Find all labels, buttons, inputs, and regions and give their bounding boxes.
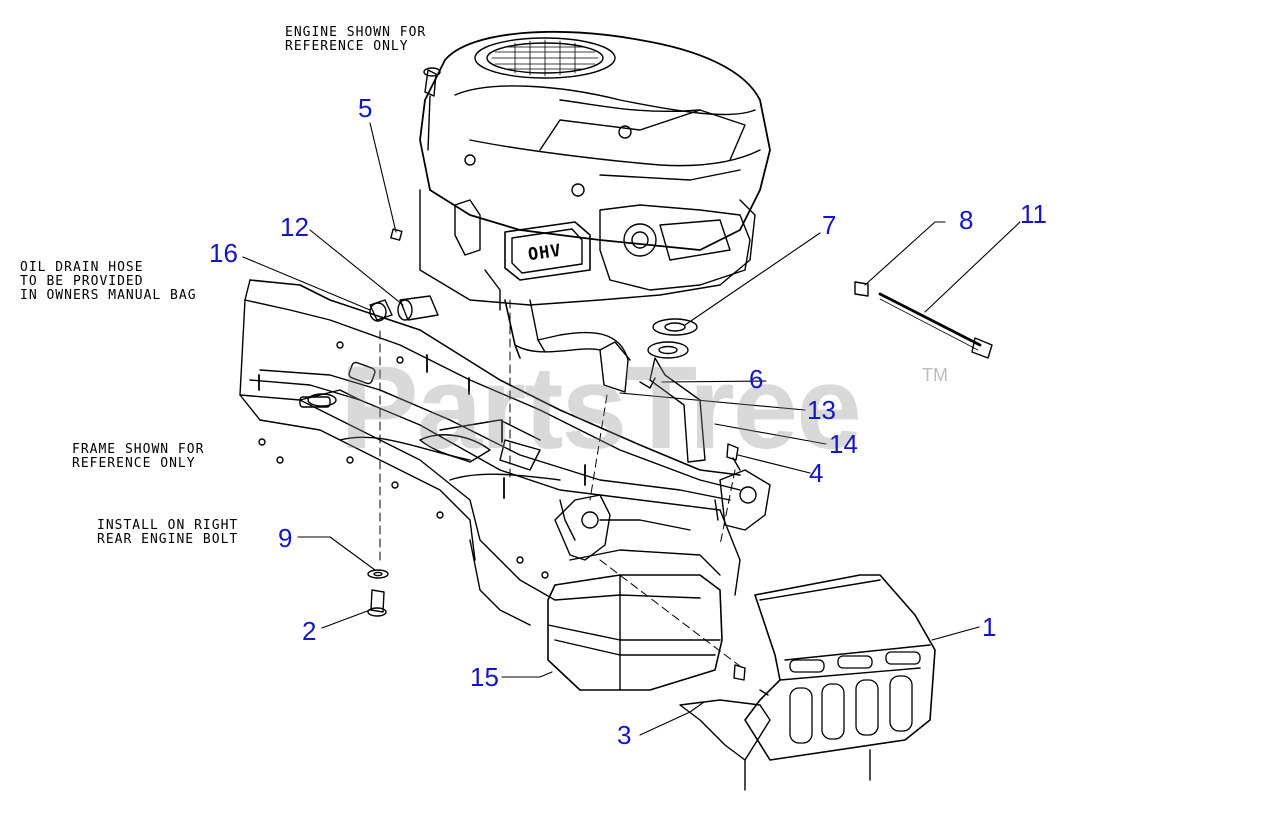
callout-5[interactable]: 5 — [358, 93, 373, 123]
heat-shield-illustration — [679, 574, 936, 791]
callout-leaders — [242, 122, 1021, 736]
trademark-mark: TM — [922, 365, 948, 385]
callout-3[interactable]: 3 — [617, 720, 632, 750]
assembly-dashed-lines — [379, 299, 746, 671]
callout-4[interactable]: 4 — [809, 458, 824, 488]
callout-6[interactable]: 6 — [749, 364, 764, 394]
callout-14[interactable]: 14 — [829, 429, 858, 459]
callout-12[interactable]: 12 — [280, 212, 309, 242]
callout-7[interactable]: 7 — [822, 210, 837, 240]
muffler-illustration — [547, 519, 723, 691]
engine-illustration — [419, 30, 771, 393]
callout-9[interactable]: 9 — [278, 523, 293, 553]
callout-16[interactable]: 16 — [209, 238, 238, 268]
callout-13[interactable]: 13 — [807, 395, 836, 425]
parts-tree-watermark: PartsTree — [340, 342, 862, 474]
callout-1[interactable]: 1 — [982, 612, 997, 642]
callout-2[interactable]: 2 — [302, 616, 317, 646]
callout-8[interactable]: 8 — [959, 205, 974, 235]
small-parts — [367, 228, 993, 696]
frame-illustration — [239, 279, 771, 626]
engine-badge-text: OHV — [526, 240, 563, 266]
callout-11[interactable]: 11 — [1020, 199, 1047, 229]
callout-15[interactable]: 15 — [470, 662, 499, 692]
